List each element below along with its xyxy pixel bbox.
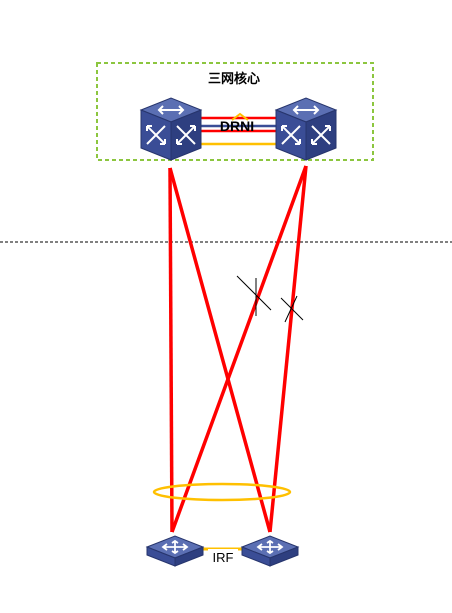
- uplink-core-left-to-access-left: [168, 167, 174, 533]
- irf-label-bg: [208, 549, 238, 565]
- core-group-label: 三网核心: [208, 71, 260, 87]
- drni-label: DRNI: [220, 118, 254, 134]
- uplink-core-right-to-access-right: [268, 165, 308, 533]
- uplink-core-right-to-access-left: [170, 165, 308, 533]
- blocked-link-mark-1: [236, 275, 272, 316]
- blocked-link-mark-2: [280, 295, 304, 323]
- irf-label: IRF: [213, 550, 234, 565]
- core-group-box: [96, 62, 374, 161]
- core-switch-right-icon: [275, 97, 337, 161]
- access-switch-right-icon: [241, 535, 299, 567]
- access-switch-left-icon: [146, 535, 204, 567]
- uplink-core-left-to-access-right: [168, 167, 272, 533]
- link-aggregation-ring: [152, 482, 292, 502]
- drni-marker: [231, 112, 249, 121]
- core-switch-left-icon: [140, 97, 202, 161]
